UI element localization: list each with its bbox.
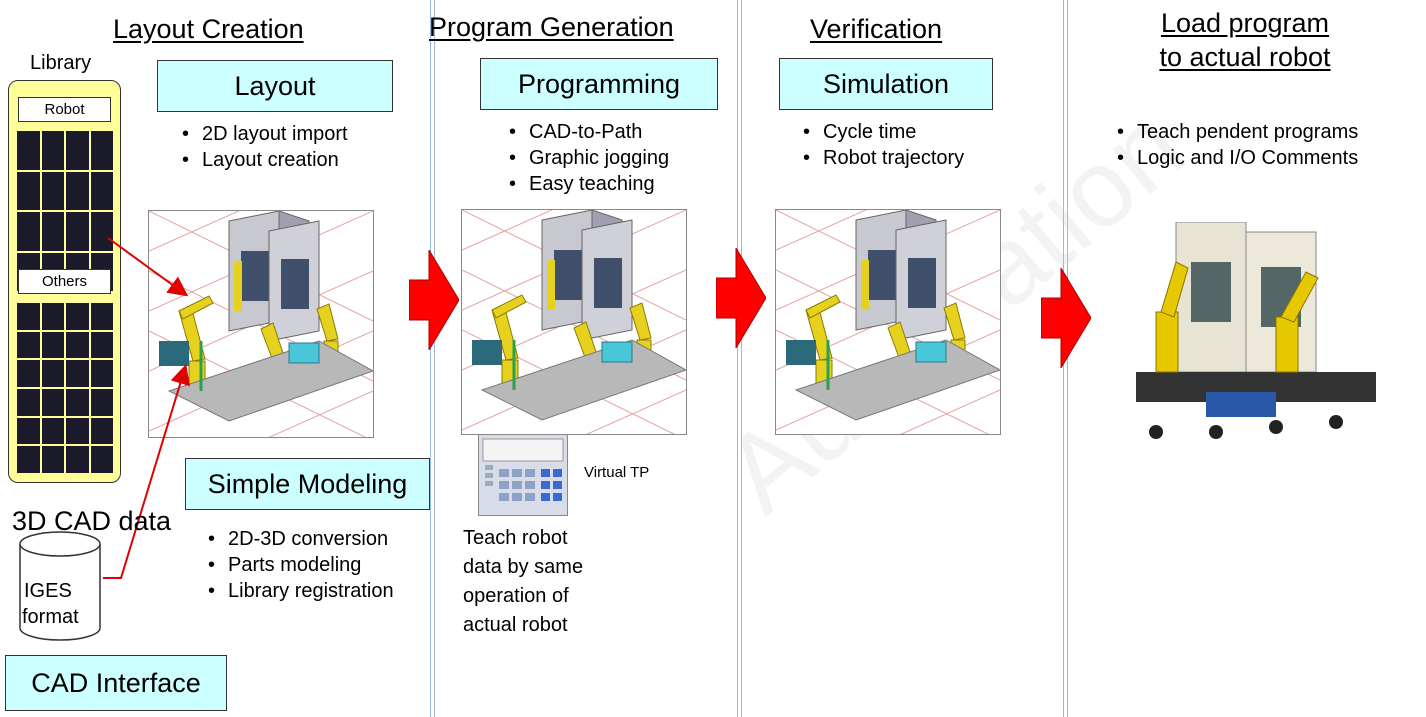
library-title: Library	[30, 52, 92, 74]
virtual-tp-caption-line3: operation of	[463, 585, 569, 607]
flow-arrow-3	[1041, 268, 1091, 368]
column-divider-1	[430, 0, 435, 717]
layout-bullets: 2D layout import Layout creation	[182, 121, 348, 173]
load-bullet-1: Teach pendent programs	[1117, 119, 1358, 145]
heading-program-generation: Program Generation	[429, 12, 674, 42]
virtual-tp-caption: Teach robot data by same operation of ac…	[463, 524, 583, 640]
column-divider-2	[737, 0, 742, 717]
iges-label-line2: format	[22, 606, 79, 628]
modeling-bullets: 2D-3D conversion Parts modeling Library …	[208, 526, 394, 604]
simulation-bullet-2: Robot trajectory	[803, 145, 964, 171]
virtual-tp-label: Virtual TP	[584, 464, 650, 481]
library-robot-label: Robot	[18, 97, 111, 122]
heading-load-program-line1: Load program	[1160, 8, 1330, 38]
virtual-tp-caption-line2: data by same	[463, 556, 584, 578]
actual-robot-photo	[1136, 221, 1376, 442]
heading-load-program-line2: to actual robot	[1159, 42, 1331, 72]
layout-bullet-2: Layout creation	[182, 147, 348, 173]
programming-box: Programming	[480, 58, 718, 110]
cad-title: 3D CAD data	[12, 506, 172, 536]
load-bullets: Teach pendent programs Logic and I/O Com…	[1117, 119, 1358, 171]
simple-modeling-box: Simple Modeling	[185, 458, 430, 510]
layout-bullet-1: 2D layout import	[182, 121, 348, 147]
layout-box: Layout	[157, 60, 393, 112]
programming-bullet-1: CAD-to-Path	[509, 119, 669, 145]
heading-verification: Verification	[810, 14, 943, 44]
cad-interface-box: CAD Interface	[5, 655, 227, 711]
library-others-label: Others	[18, 269, 111, 294]
virtual-tp-caption-line1: Teach robot	[463, 527, 568, 549]
simulation-scene	[775, 209, 1001, 435]
modeling-bullet-2: Parts modeling	[208, 552, 394, 578]
simulation-bullets: Cycle time Robot trajectory	[803, 119, 964, 171]
heading-layout-creation: Layout Creation	[113, 14, 304, 44]
simulation-box: Simulation	[779, 58, 993, 110]
flow-arrow-2	[716, 248, 766, 348]
library-panel: Robot Others	[8, 80, 121, 483]
iges-cylinder: IGES format	[18, 530, 102, 642]
load-bullet-2: Logic and I/O Comments	[1117, 145, 1358, 171]
connector-lines	[103, 237, 190, 579]
modeling-bullet-3: Library registration	[208, 578, 394, 604]
iges-label-line1: IGES	[24, 580, 72, 602]
programming-scene	[461, 209, 687, 435]
layout-scene	[148, 210, 374, 438]
programming-bullet-3: Easy teaching	[509, 171, 669, 197]
heading-load-program: Load program to actual robot	[1110, 6, 1380, 74]
flow-arrow-1	[409, 250, 459, 350]
virtual-tp-image	[478, 434, 568, 516]
other-thumbnails	[17, 303, 113, 473]
virtual-tp-caption-line4: actual robot	[463, 614, 568, 636]
programming-bullets: CAD-to-Path Graphic jogging Easy teachin…	[509, 119, 669, 197]
programming-bullet-2: Graphic jogging	[509, 145, 669, 171]
modeling-bullet-1: 2D-3D conversion	[208, 526, 394, 552]
simulation-bullet-1: Cycle time	[803, 119, 964, 145]
